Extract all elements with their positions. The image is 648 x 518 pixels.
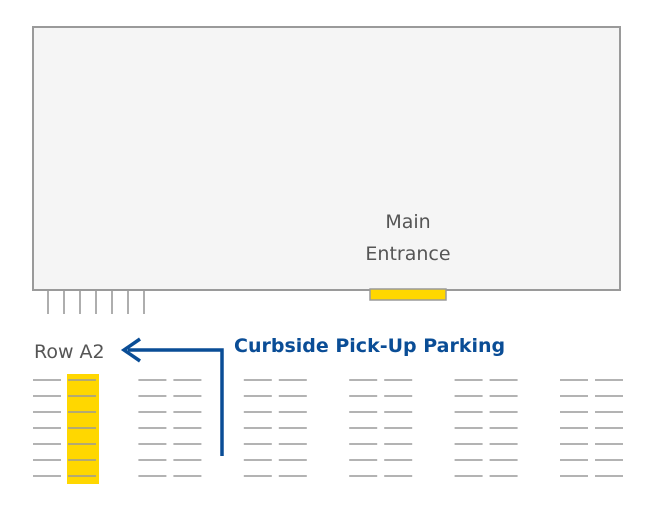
highlighted-stall-column[interactable] <box>67 374 99 484</box>
parking-block <box>560 379 623 477</box>
row-label: Row A2 <box>34 341 105 363</box>
main-entrance-marker[interactable] <box>369 288 447 301</box>
direction-arrow <box>128 348 224 456</box>
parking-block <box>243 379 307 477</box>
parking-block <box>454 379 518 477</box>
entrance-label-line2: Entrance <box>365 243 450 265</box>
parking-block <box>138 379 202 477</box>
parking-block <box>33 374 99 484</box>
bike-rack <box>47 291 145 314</box>
entrance-label-line1: Main <box>385 211 430 233</box>
curbside-pickup-label: Curbside Pick-Up Parking <box>234 335 505 357</box>
building <box>32 26 621 291</box>
arrow-head-icon <box>120 337 141 363</box>
parking-block <box>349 379 413 477</box>
parking-lots <box>33 374 623 484</box>
